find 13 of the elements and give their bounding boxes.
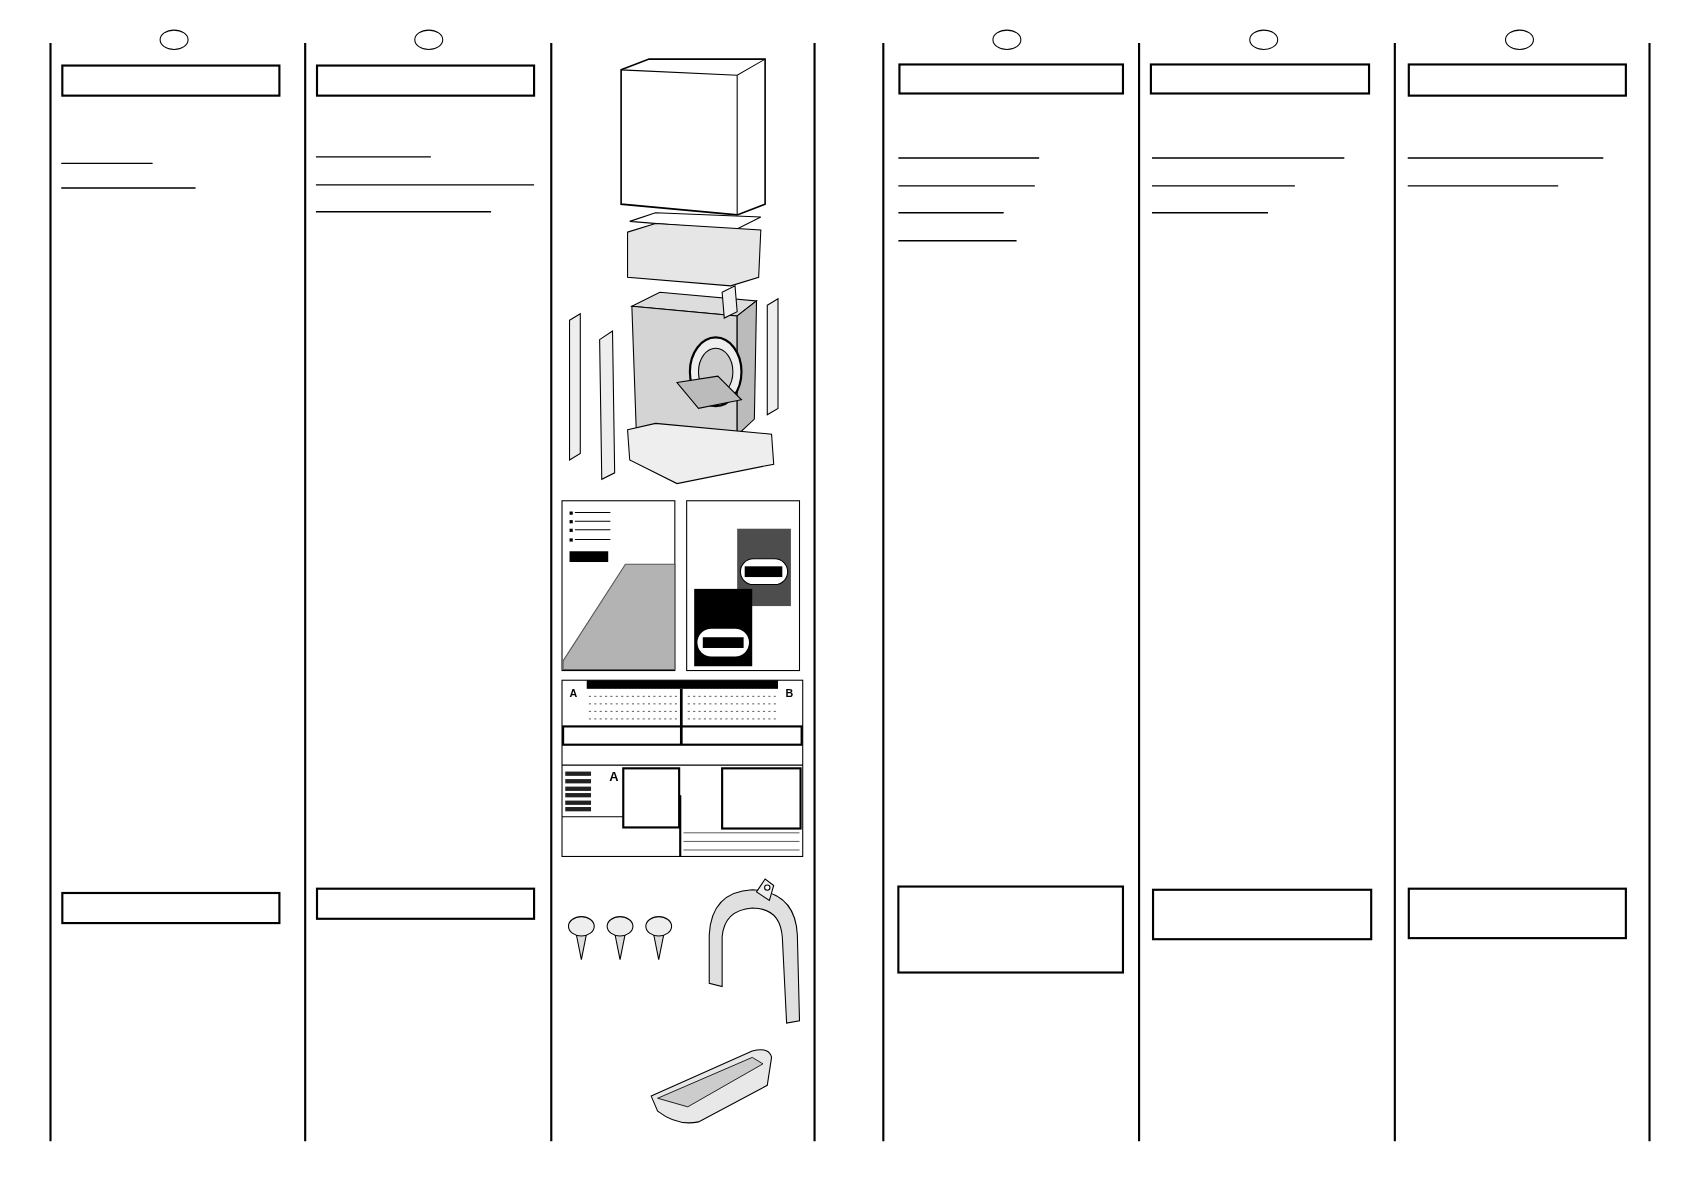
note-box (897, 885, 1125, 974)
note-box (61, 891, 281, 925)
form-letter: B (785, 688, 794, 700)
heading-box (898, 63, 1125, 95)
note-box (1151, 888, 1373, 941)
form-letter: A (609, 770, 619, 784)
heading-box (1149, 63, 1371, 95)
form-letter: A (569, 688, 578, 700)
note-box (315, 887, 536, 920)
note-box (1407, 887, 1627, 940)
heading-box (61, 64, 281, 97)
heading-box (315, 64, 536, 97)
heading-box (1407, 63, 1627, 97)
